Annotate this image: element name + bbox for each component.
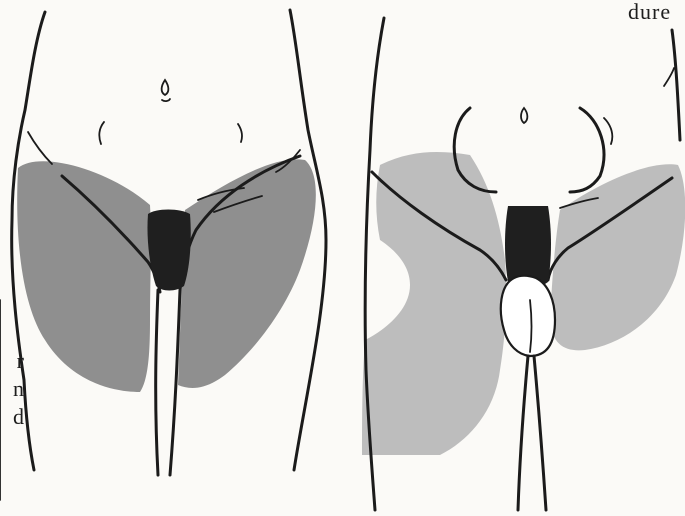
left-figure <box>12 10 326 475</box>
left-pubic-hair <box>147 210 190 291</box>
right-side-stroke <box>664 68 674 86</box>
right-figure <box>362 18 685 510</box>
left-shaded-region-right <box>178 159 316 388</box>
left-hip-crease-l <box>99 122 104 144</box>
right-waist-arc-r <box>570 108 604 192</box>
right-hip-crease <box>604 118 612 144</box>
left-hip-crease-r <box>238 124 242 142</box>
right-shaded-region-left <box>362 152 506 455</box>
right-genital-outline <box>501 276 555 356</box>
right-torso-outline-right <box>672 30 680 140</box>
left-waist-line-l <box>28 132 52 164</box>
left-inner-leg-l <box>156 290 158 475</box>
left-navel <box>162 80 170 101</box>
right-navel <box>521 108 527 123</box>
right-inner-leg-l <box>518 356 528 510</box>
right-inner-leg-r <box>534 356 546 510</box>
